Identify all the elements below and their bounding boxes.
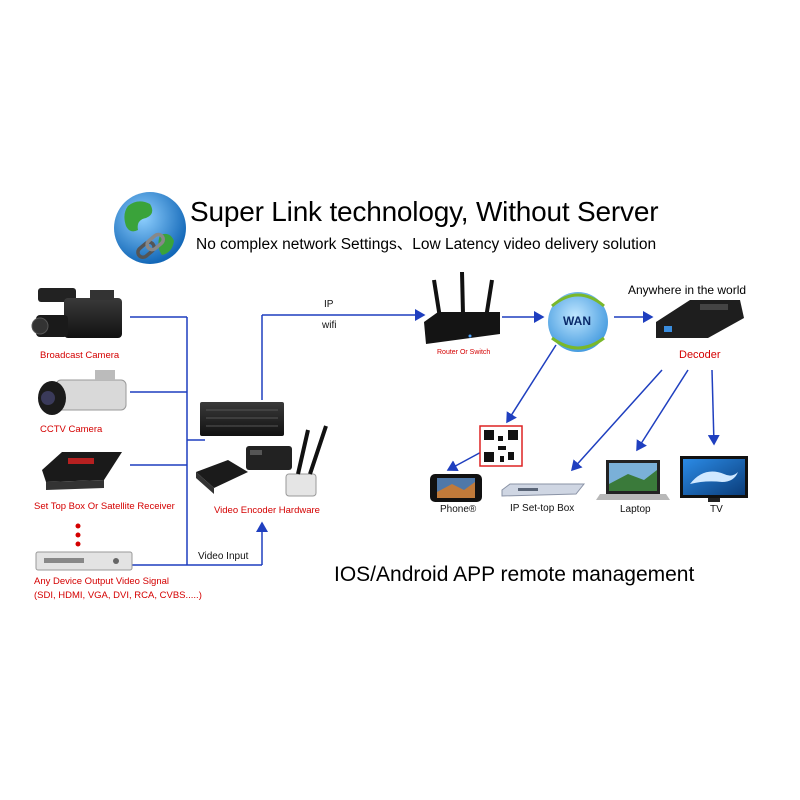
page-subtitle: No complex network Settings、Low Latency … [196, 236, 657, 253]
broadcast-camera-icon [31, 288, 122, 338]
av-device-icon [35, 551, 133, 571]
decoder-icon [656, 300, 744, 338]
phone-icon [430, 474, 482, 502]
decoder-label: Decoder [679, 349, 721, 361]
ip-stb-label: IP Set-top Box [510, 503, 575, 514]
app-management-text: IOS/Android APP remote management [334, 563, 695, 586]
set-top-box-icon [42, 452, 122, 490]
any-device-label: Any Device Output Video Signal [34, 576, 170, 587]
broadcast-camera-label: Broadcast Camera [40, 350, 120, 361]
anywhere-label: Anywhere in the world [628, 283, 747, 297]
wan-globe-icon [548, 292, 608, 352]
tv-icon [680, 456, 748, 502]
router-label: Router Or Switch [437, 349, 491, 356]
globe-link-icon [114, 192, 186, 264]
page-title: Super Link technology, Without Server [190, 196, 659, 227]
video-input-label: Video Input [198, 551, 249, 562]
phone-label: Phone® [440, 504, 477, 515]
ip-label: IP [324, 299, 334, 310]
cctv-camera-label: CCTV Camera [40, 424, 103, 435]
encoder-hardware-label: Video Encoder Hardware [214, 505, 320, 516]
encoder-hardware-icon [196, 402, 328, 497]
set-top-box-label: Set Top Box Or Satellite Receiver [34, 501, 175, 512]
tv-label: TV [710, 504, 723, 515]
source-connectors [130, 309, 720, 566]
wifi-label: wifi [322, 320, 337, 331]
wan-label: WAN [563, 314, 591, 328]
any-device-formats-label: (SDI, HDMI, VGA, DVI, RCA, CVBS.....) [34, 590, 202, 601]
laptop-label: Laptop [620, 504, 651, 515]
ip-set-top-box-icon [501, 483, 586, 497]
cctv-camera-icon [38, 370, 127, 415]
more-devices-dots [75, 523, 81, 547]
laptop-icon [596, 460, 670, 500]
qr-code-icon [479, 425, 523, 467]
router-icon [424, 271, 500, 344]
